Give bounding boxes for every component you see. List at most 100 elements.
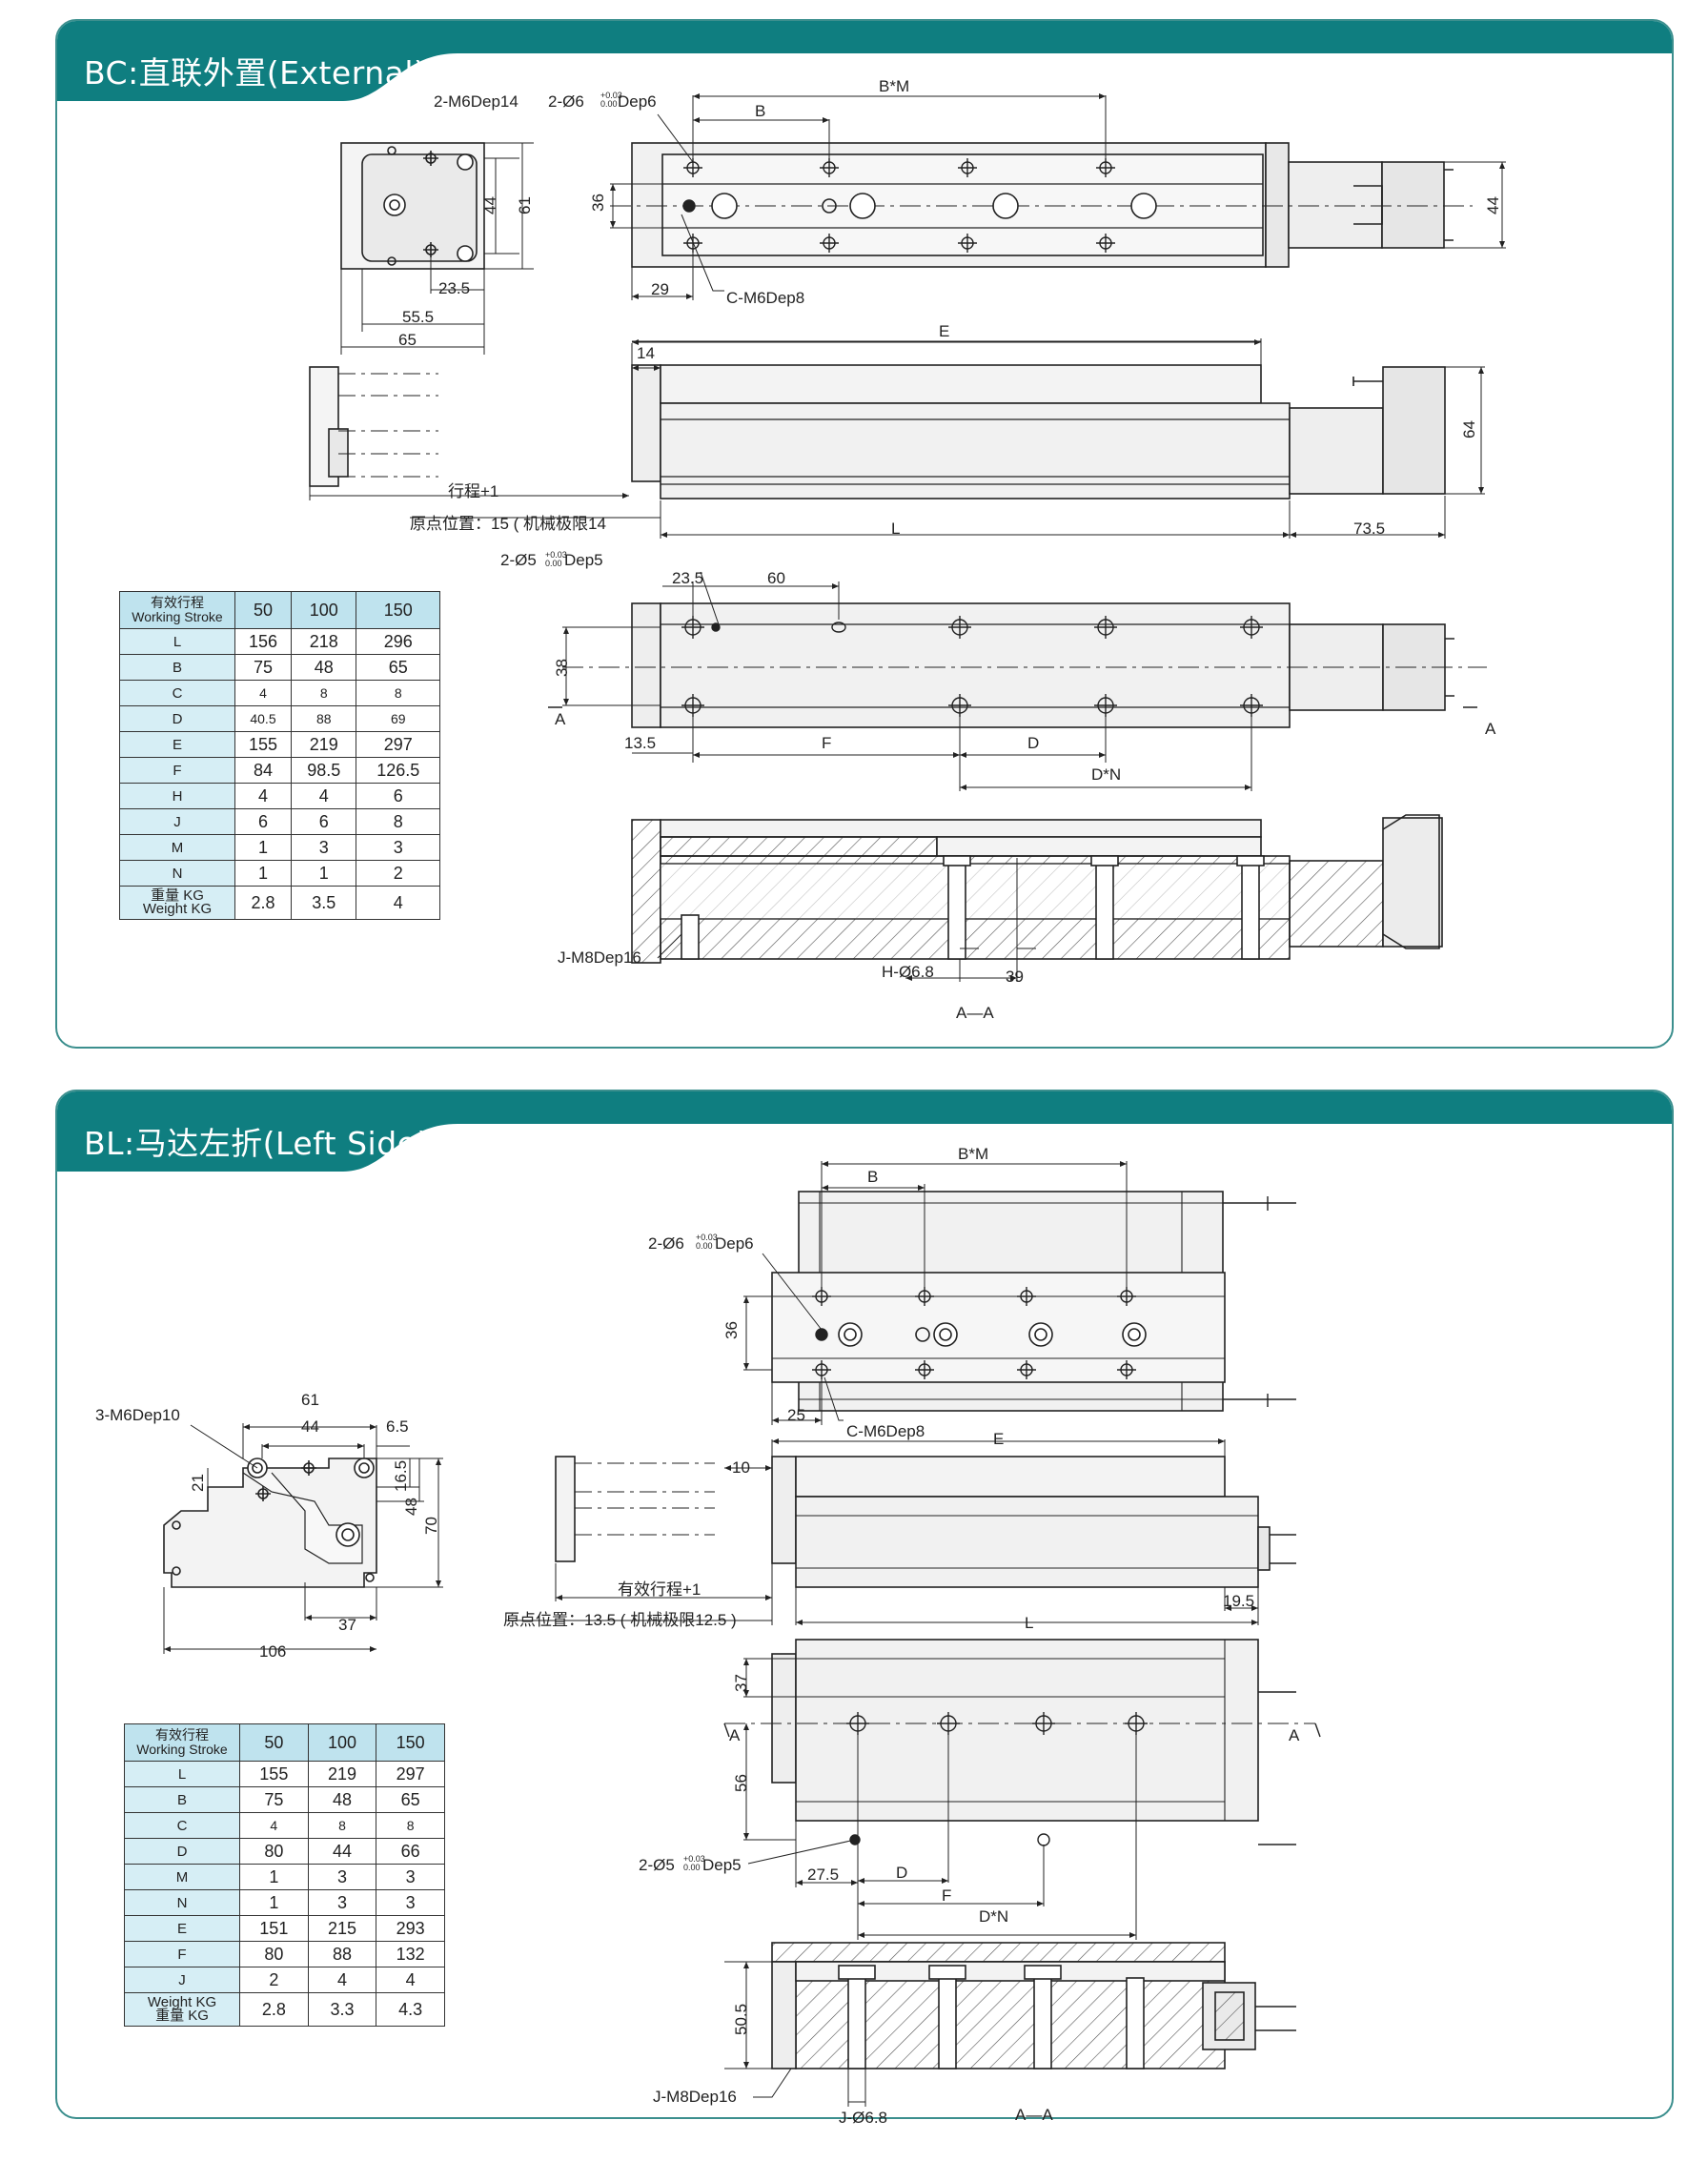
table-cell: 297 (376, 1761, 445, 1787)
dim-38: 38 (553, 659, 571, 677)
table-row-label: C (119, 680, 235, 706)
dim-h-hole: H-Ø6.8 (882, 963, 934, 981)
table-row-label: J (124, 1967, 240, 1993)
table-row-label: E (119, 731, 235, 758)
table-cell: 88 (307, 1941, 377, 1967)
dim-16-5: 16.5 (392, 1460, 410, 1492)
dim-pin5: 2-Ø5 (639, 1856, 675, 1874)
section-mark-a-left: A (555, 710, 566, 728)
dim-44-right: 44 (1484, 196, 1502, 214)
dim-13-5: 13.5 (624, 734, 656, 752)
table-row-label: F (119, 757, 235, 784)
dim-44: 44 (481, 196, 499, 214)
dim-pin-tol-lower: 0.00 (600, 99, 618, 109)
dim-19-5: 19.5 (1223, 1592, 1254, 1610)
bl-dimension-labels: 3-M6Dep10 61 44 6.5 21 16.5 48 70 37 106… (95, 1145, 1300, 2127)
table-cell: 6 (356, 783, 440, 809)
table-cell: 6 (234, 808, 292, 835)
table-cell: 80 (239, 1941, 309, 1967)
table-weight-cell: 3.5 (290, 886, 357, 920)
dim-36: 36 (589, 194, 607, 212)
table-row-label: L (119, 628, 235, 655)
table-cell: 3 (376, 1889, 445, 1916)
bc-section-aa (631, 814, 1443, 982)
dim-21: 21 (189, 1474, 207, 1492)
table-cell: 8 (307, 1812, 377, 1839)
table-cell: 84 (234, 757, 292, 784)
dim-60: 60 (767, 569, 785, 587)
table-row-label: N (124, 1889, 240, 1916)
section-mark-a-right: A (1289, 1726, 1300, 1744)
dim-pin-tol-upper: +0.03 (600, 91, 622, 100)
table-cell: 293 (376, 1915, 445, 1942)
dim-dn: D*N (1091, 765, 1121, 784)
table-cell: 2 (239, 1967, 309, 1993)
table-cell: 3 (290, 834, 357, 861)
dim-10: 10 (732, 1458, 750, 1477)
section-header-band (57, 1091, 1672, 1172)
table-cell: 8 (356, 680, 440, 706)
dim-dn: D*N (979, 1907, 1008, 1926)
table-col-100: 100 (307, 1723, 377, 1762)
dim-37: 37 (338, 1616, 356, 1634)
table-cell: 98.5 (290, 757, 357, 784)
dim-39: 39 (1006, 968, 1024, 986)
dim-c-tapped: C-M6Dep8 (846, 1422, 925, 1440)
dim-end-tapped: 3-M6Dep10 (95, 1406, 180, 1424)
dim-pin5-lower: 0.00 (683, 1863, 701, 1872)
dim-44: 44 (301, 1417, 319, 1436)
section-label-aa: A—A (1015, 2106, 1053, 2124)
table-row-label: L (124, 1761, 240, 1787)
dim-23-5: 23.5 (438, 279, 470, 297)
table-cell: 4 (307, 1967, 377, 1993)
bl-bottom-view (723, 1639, 1321, 1940)
table-cell: 126.5 (356, 757, 440, 784)
table-cell: 69 (356, 705, 440, 732)
dim-b: B (867, 1168, 878, 1186)
table-cell: 4 (290, 783, 357, 809)
table-cell: 4 (376, 1967, 445, 1993)
table-row-label: J (119, 808, 235, 835)
section-mark-a-left: A (729, 1726, 741, 1744)
dim-origin: 原点位置：15 ( 机械极限14 (410, 515, 606, 533)
table-cell: 6 (290, 808, 357, 835)
dim-65: 65 (398, 331, 417, 349)
table-col-50: 50 (239, 1723, 309, 1762)
table-cell: 65 (376, 1786, 445, 1813)
table-row-label: B (124, 1786, 240, 1813)
table-cell: 4 (234, 783, 292, 809)
table-cell: 1 (239, 1889, 309, 1916)
dim-b: B (755, 102, 765, 120)
table-weight-cell: 3.3 (307, 1992, 377, 2027)
table-col-50: 50 (234, 591, 292, 629)
dim-e: E (939, 322, 949, 340)
dim-55-5: 55.5 (402, 308, 434, 326)
table-cell: 66 (376, 1838, 445, 1865)
bc-dimension-labels: 2-M6Dep14 2-Ø6 +0.03 0.00 Dep6 B*M B 36 … (398, 77, 1502, 1022)
dim-56: 56 (732, 1774, 750, 1792)
section-mark-a-right: A (1485, 720, 1496, 738)
dim-14: 14 (637, 344, 655, 362)
dim-73-5: 73.5 (1353, 520, 1385, 538)
table-cell: 4 (239, 1812, 309, 1839)
dim-pin-tol-upper: +0.03 (696, 1233, 718, 1242)
dim-106: 106 (259, 1642, 286, 1661)
dim-pin5-upper: +0.03 (683, 1854, 705, 1864)
dim-j-tapped: J-M8Dep16 (558, 948, 641, 967)
table-cell: 297 (356, 731, 440, 758)
table-cell: 8 (290, 680, 357, 706)
